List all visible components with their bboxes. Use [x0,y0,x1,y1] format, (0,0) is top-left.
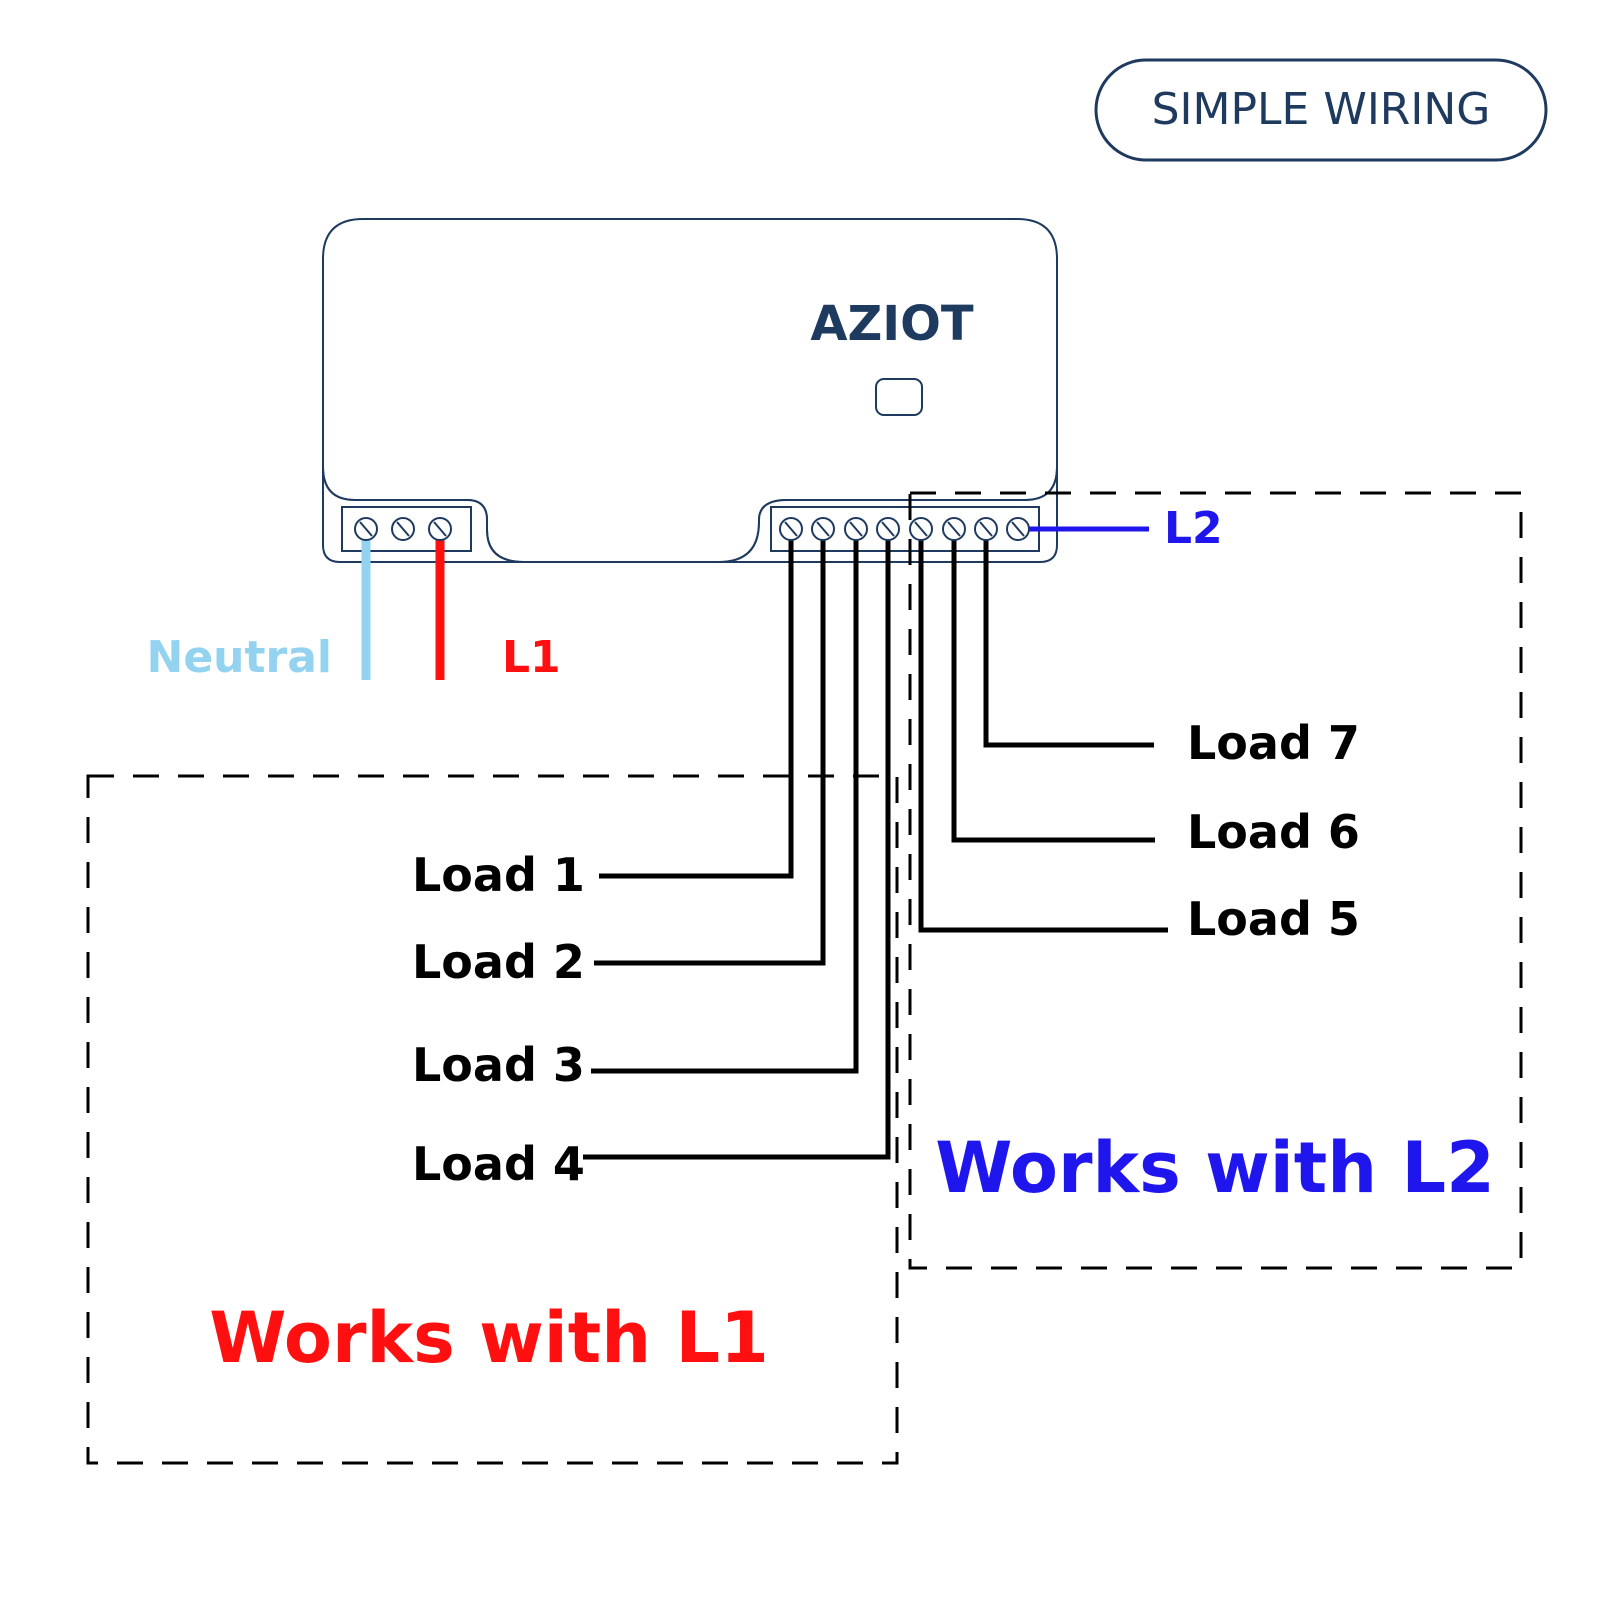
terminal-screw-4 [779,517,803,541]
terminal-screw-11 [1006,517,1030,541]
l2-label: L2 [1164,503,1223,554]
device-button[interactable] [875,378,923,416]
simple-wiring-badge: SIMPLE WIRING [1094,58,1548,162]
terminal-screw-9 [942,517,966,541]
terminal-screw-8 [909,517,933,541]
load-2-label: Load 2 [412,935,585,989]
load-4-label: Load 4 [412,1137,585,1191]
terminal-screw-10 [974,517,998,541]
zone-l2-box [908,491,1523,1270]
load-7-label: Load 7 [1187,716,1360,770]
load-3-label: Load 3 [412,1038,585,1092]
brand-logo: AZIOT [810,296,974,352]
load-1-wire [599,529,794,879]
terminal-screw-3 [428,517,452,541]
load-7-wire [983,529,1154,748]
relay-module: AZIOT [322,218,1058,563]
load-6-label: Load 6 [1187,805,1360,859]
terminal-screw-5 [811,517,835,541]
terminal-screw-6 [844,517,868,541]
works-with-l1-label: Works with L1 [209,1297,769,1379]
load-3-wire [591,529,859,1074]
load-6-wire [951,529,1155,843]
zone-l1-box [86,774,899,1465]
terminal-screw-7 [876,517,900,541]
load-5-label: Load 5 [1187,892,1360,946]
terminal-screws [354,517,1030,541]
load-4-wire [583,529,891,1160]
load-5-wire [918,529,1168,933]
neutral-label: Neutral [147,632,333,683]
works-with-l2-label: Works with L2 [935,1127,1495,1209]
badge-text: SIMPLE WIRING [1152,84,1491,135]
load-2-wire [594,529,826,966]
load-1-label: Load 1 [412,848,585,902]
l1-label: L1 [502,632,561,683]
wires [361,526,1168,1160]
terminal-screw-1 [354,517,378,541]
terminal-screw-2 [391,517,415,541]
